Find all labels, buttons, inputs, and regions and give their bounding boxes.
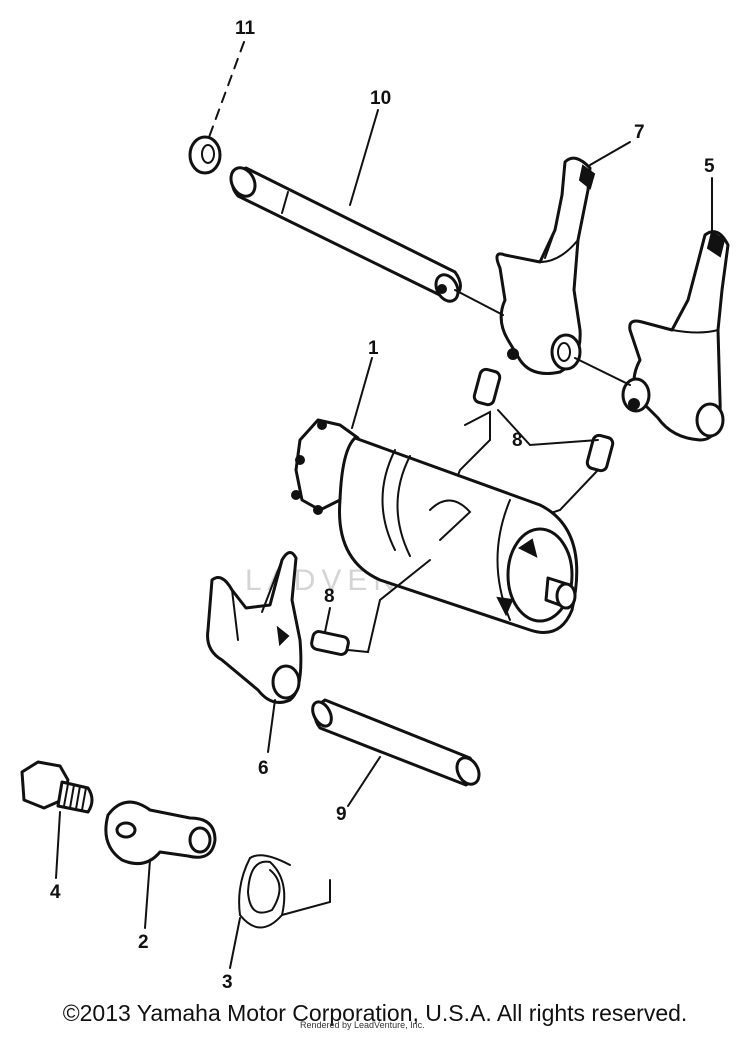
part-8-guide-pin-c[interactable] bbox=[310, 630, 350, 656]
callout-7: 7 bbox=[634, 122, 645, 143]
callout-8-lower: 8 bbox=[324, 586, 335, 607]
callout-labels: 11 10 7 5 1 8 8 6 9 4 2 3 bbox=[50, 18, 715, 993]
callout-4: 4 bbox=[50, 882, 61, 903]
part-8-guide-pin-a[interactable] bbox=[472, 367, 502, 407]
callout-6: 6 bbox=[258, 758, 269, 779]
part-1-shift-drum[interactable] bbox=[291, 418, 579, 634]
part-9-guide-bar[interactable] bbox=[309, 698, 484, 788]
callout-9: 9 bbox=[336, 804, 347, 825]
callout-10: 10 bbox=[370, 88, 391, 109]
part-8-guide-pin-b[interactable] bbox=[585, 433, 615, 473]
part-10-guide-bar[interactable] bbox=[226, 164, 462, 305]
part-7-shift-fork[interactable] bbox=[495, 156, 596, 375]
callout-1: 1 bbox=[368, 338, 379, 359]
part-6-shift-fork[interactable] bbox=[206, 551, 303, 704]
callout-11: 11 bbox=[235, 18, 256, 39]
part-3-torsion-spring[interactable] bbox=[238, 854, 331, 929]
part-5-shift-fork[interactable] bbox=[621, 230, 730, 442]
callout-2: 2 bbox=[138, 932, 149, 953]
part-11-circlip[interactable] bbox=[188, 135, 222, 175]
part-2-stopper-lever[interactable] bbox=[104, 800, 217, 866]
rendered-by-credit: Rendered by LeadVenture, Inc. bbox=[300, 1020, 425, 1030]
callout-8-upper: 8 bbox=[512, 430, 523, 451]
part-4-bolt[interactable] bbox=[20, 760, 94, 814]
copyright-notice: ©2013 Yamaha Motor Corporation, U.S.A. A… bbox=[62, 1000, 688, 1026]
leader-lines bbox=[55, 41, 713, 969]
callout-3: 3 bbox=[222, 972, 233, 993]
callout-5: 5 bbox=[704, 156, 715, 177]
